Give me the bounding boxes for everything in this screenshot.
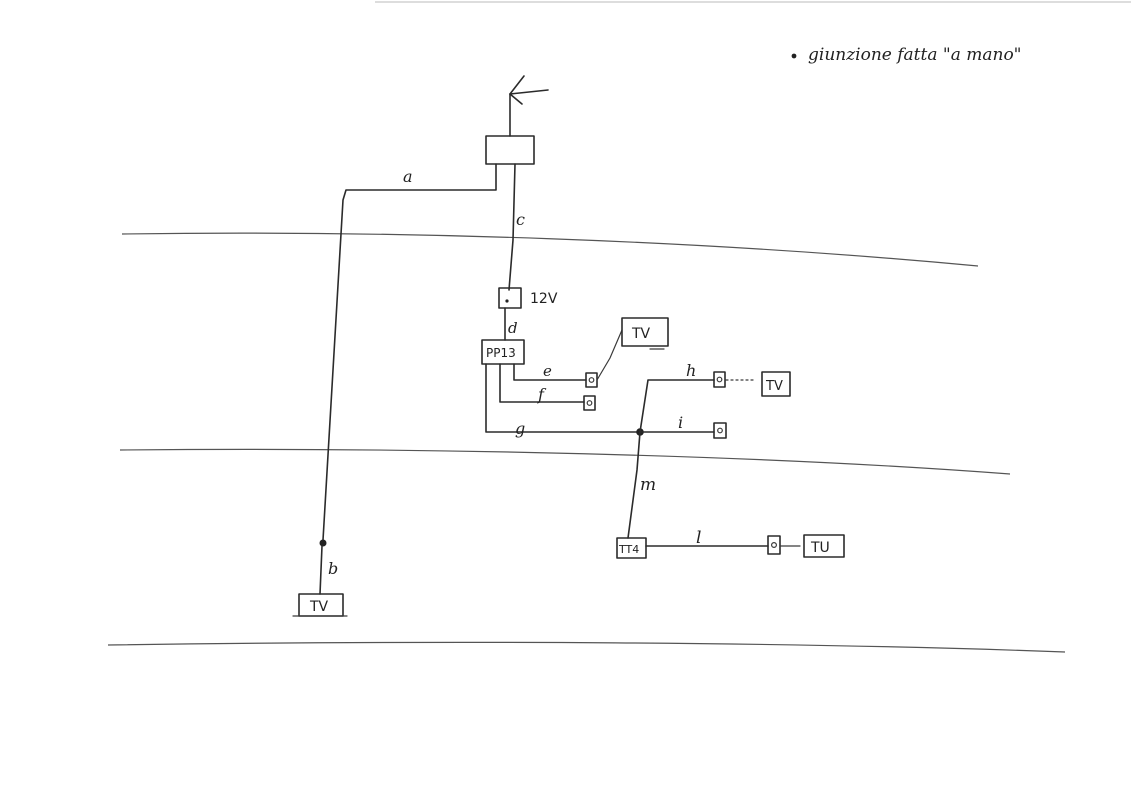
splitter-label: PP13 xyxy=(486,346,516,360)
wall-outlet-f xyxy=(583,395,596,411)
tap-label: TT4 xyxy=(618,543,639,556)
tv-outlet-upper: TV xyxy=(621,317,669,350)
cable-g xyxy=(485,363,641,433)
cable-c xyxy=(508,163,516,291)
cable-i-label: i xyxy=(678,413,683,432)
power-label: 12V xyxy=(530,291,558,307)
wall-outlet-l-socket-icon xyxy=(770,541,777,548)
note-bullet xyxy=(791,53,797,59)
cable-h-label: h xyxy=(686,361,696,380)
cable-m xyxy=(627,431,641,539)
splitter-box xyxy=(481,339,525,365)
floor-line-1 xyxy=(121,232,979,267)
tv-lead-e xyxy=(596,329,623,381)
wall-outlet-f-socket-icon xyxy=(586,400,593,406)
antenna-arrow-icon xyxy=(509,75,549,137)
junction-note: giunzione fatta "a mano" xyxy=(808,45,1022,65)
cable-a xyxy=(322,163,497,541)
wall-outlet-l xyxy=(767,535,781,555)
svg-text:TV: TV xyxy=(765,379,783,394)
wall-outlet-e-socket-icon xyxy=(588,377,595,383)
cable-f xyxy=(499,363,585,403)
wall-outlet-i xyxy=(713,422,727,439)
power-supply-dot xyxy=(505,299,509,303)
amplifier-box xyxy=(485,135,535,165)
floor-line-3 xyxy=(107,641,1066,653)
cable-e xyxy=(513,363,587,381)
cable-e-label: e xyxy=(543,362,552,380)
wall-outlet-h xyxy=(713,371,726,388)
tv-label: TV xyxy=(309,599,329,615)
cable-b xyxy=(319,545,323,595)
svg-text:TV: TV xyxy=(631,326,651,342)
wall-outlet-i-socket-icon xyxy=(717,427,723,434)
cable-a-label: a xyxy=(403,167,413,186)
tap-box xyxy=(616,537,647,559)
cable-d-label: d xyxy=(508,319,518,337)
wall-outlet-h-socket-icon xyxy=(716,376,723,383)
tv-outlet-right-lower: TU xyxy=(803,534,845,558)
cable-b-label: b xyxy=(328,559,338,578)
cable-m-label: m xyxy=(640,475,656,495)
cable-l-label: l xyxy=(696,528,701,548)
floor-line-2 xyxy=(119,448,1011,475)
tv-outlet-right-upper: TV xyxy=(761,371,791,397)
cable-g-label: g xyxy=(515,419,525,438)
cable-h xyxy=(639,379,715,433)
power-supply-box xyxy=(498,287,522,309)
wall-outlet-e xyxy=(585,372,598,388)
svg-text:TU: TU xyxy=(810,540,830,556)
cable-f-label: f xyxy=(537,385,547,404)
cable-c-label: c xyxy=(516,210,525,229)
junction-dot-b xyxy=(319,539,327,547)
tv-outlet-left: TV xyxy=(292,593,348,617)
